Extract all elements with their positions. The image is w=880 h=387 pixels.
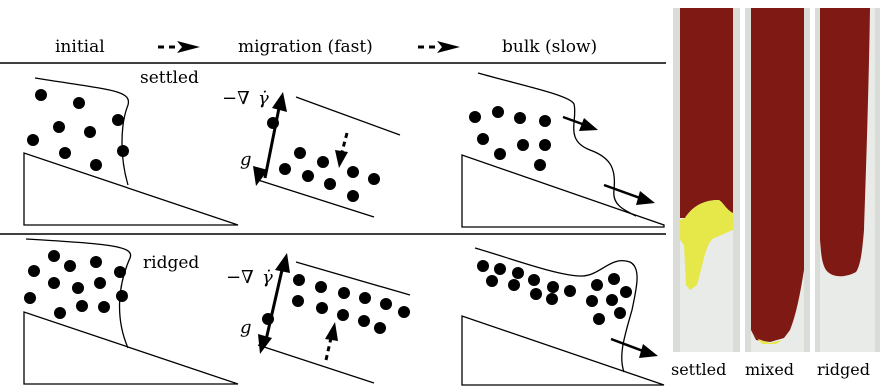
gammadot-label-bottom: γ̇ — [262, 267, 273, 288]
panel-migration-ridged: −∇ γ̇ g — [226, 253, 411, 384]
arrow-right-icon — [603, 183, 655, 205]
header-bulk: bulk (slow) — [502, 37, 597, 57]
grad-label-bottom: −∇ — [226, 267, 254, 288]
g-label-top: g — [240, 149, 252, 170]
panel-initial-settled — [23, 77, 239, 226]
arrow-up-icon — [258, 253, 290, 354]
photo-label-ridged: ridged — [817, 360, 870, 379]
photo-strip: settled mixed ridged — [671, 8, 880, 379]
arrow-right-icon — [562, 115, 598, 131]
photo-label-mixed: mixed — [745, 360, 794, 379]
panel-bulk-ridged — [461, 247, 665, 386]
photo-settled — [673, 8, 740, 352]
arrow-icon — [158, 41, 200, 53]
arrow-right-icon — [610, 337, 658, 358]
arrow-down-dashed-icon — [335, 132, 349, 168]
panel-migration-settled: −∇ γ̇ g — [222, 88, 401, 218]
photo-label-settled: settled — [671, 360, 726, 379]
gammadot-label-top: γ̇ — [258, 88, 269, 109]
panel-bulk-settled — [461, 72, 665, 228]
grad-label-top: −∇ — [222, 88, 250, 109]
row-label-ridged: ridged — [143, 253, 199, 273]
row-label-settled: settled — [140, 68, 199, 88]
header-initial: initial — [55, 37, 105, 57]
photo-mixed — [745, 8, 810, 352]
panel-initial-ridged — [23, 238, 239, 385]
g-label-bottom: g — [240, 317, 252, 338]
header-migration: migration (fast) — [238, 37, 373, 57]
photo-ridged — [815, 8, 880, 352]
arrow-icon — [418, 41, 460, 53]
arrow-up-dashed-icon — [324, 322, 338, 361]
